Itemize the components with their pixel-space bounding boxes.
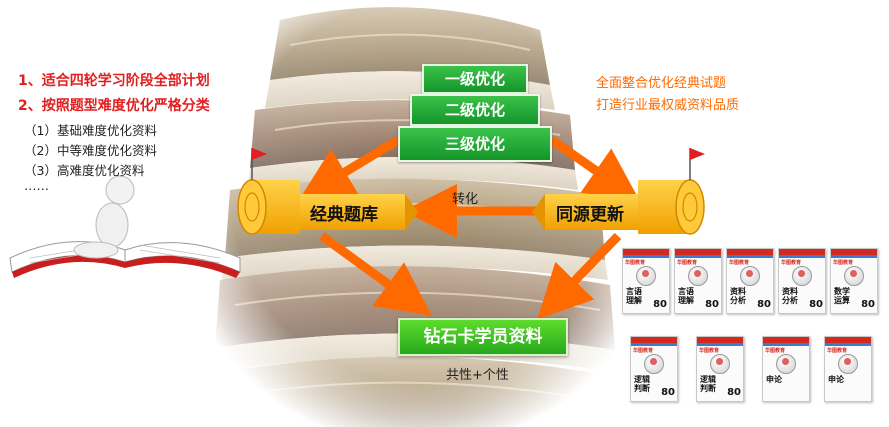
- book-cover: 华图教育逻辑 判断 80: [630, 336, 678, 402]
- left-item-2: （2）中等难度优化资料: [24, 143, 157, 158]
- right-text-line-1: 全面整合优化经典试题: [596, 76, 727, 91]
- cover-accent-bar: [831, 255, 877, 258]
- cover-accent-bar: [825, 343, 871, 346]
- cover-title: 申论: [766, 375, 782, 384]
- book-cover: 华图教育资料 分析 80: [778, 248, 826, 314]
- cover-top-bar: [675, 249, 721, 255]
- arrow-pyramid-to-right: [549, 136, 641, 202]
- book-cover: 华图教育逻辑 判断 80: [696, 336, 744, 402]
- transform-label: 转化: [452, 192, 479, 207]
- mascot-icon: [844, 266, 864, 286]
- book-cover: 华图教育数学 运算 80: [830, 248, 878, 314]
- cover-title: 数学 运算: [834, 287, 850, 305]
- left-item-3: （3）高难度优化资料: [24, 163, 145, 178]
- cover-top-bar: [779, 249, 825, 255]
- cover-logo: 华图教育: [625, 260, 646, 266]
- mascot-icon: [792, 266, 812, 286]
- cover-top-bar: [631, 337, 677, 343]
- left-heading-2: 2、按照题型难度优化严格分类: [18, 98, 210, 114]
- left-item-1: （1）基础难度优化资料: [24, 123, 157, 138]
- cover-title: 逻辑 判断: [634, 375, 650, 393]
- cover-logo: 华图教育: [677, 260, 698, 266]
- cover-top-bar: [697, 337, 743, 343]
- cover-logo: 华图教育: [699, 348, 720, 354]
- cover-accent-bar: [623, 255, 669, 258]
- book-cover: 华图教育言语 理解 80: [622, 248, 670, 314]
- diamond-card-materials-box: 钻石卡学员资料: [398, 318, 568, 356]
- arrow-pyramid-to-left: [298, 136, 401, 200]
- mascot-icon: [688, 266, 708, 286]
- mascot-icon: [710, 354, 730, 374]
- mascot-icon: [740, 266, 760, 286]
- cover-accent-bar: [697, 343, 743, 346]
- scroll-banner-right: [532, 148, 705, 235]
- cover-logo: 华图教育: [729, 260, 750, 266]
- cover-logo: 华图教育: [833, 260, 854, 266]
- cover-logo: 华图教育: [827, 348, 848, 354]
- cover-number: 80: [653, 299, 667, 310]
- classic-question-bank-label: 经典题库: [310, 205, 378, 225]
- cover-logo: 华图教育: [633, 348, 654, 354]
- pyramid-level-3: 三级优化: [398, 126, 552, 162]
- cover-accent-bar: [675, 255, 721, 258]
- cover-top-bar: [831, 249, 877, 255]
- cover-accent-bar: [763, 343, 809, 346]
- mascot-icon: [838, 354, 858, 374]
- arrow-right-to-bottom: [537, 232, 622, 320]
- left-item-ellipsis: ……: [24, 178, 49, 193]
- cover-title: 资料 分析: [730, 287, 746, 305]
- cover-accent-bar: [631, 343, 677, 346]
- mascot-icon: [636, 266, 656, 286]
- cover-number: 80: [705, 299, 719, 310]
- cover-top-bar: [763, 337, 809, 343]
- cover-title: 申论: [828, 375, 844, 384]
- book-cover: 华图教育言语 理解 80: [674, 248, 722, 314]
- book-cover: 华图教育资料 分析 80: [726, 248, 774, 314]
- same-source-update-label: 同源更新: [556, 205, 624, 225]
- cover-accent-bar: [727, 255, 773, 258]
- cover-number: 80: [809, 299, 823, 310]
- book-cover: 华图教育申论: [762, 336, 810, 402]
- cover-title: 言语 理解: [626, 287, 642, 305]
- cover-number: 80: [757, 299, 771, 310]
- cover-accent-bar: [779, 255, 825, 258]
- mascot-icon: [776, 354, 796, 374]
- cover-logo: 华图教育: [781, 260, 802, 266]
- cover-logo: 华图教育: [765, 348, 786, 354]
- right-text-line-2: 打造行业最权威资料品质: [596, 98, 740, 113]
- arrow-left-to-bottom: [319, 232, 432, 316]
- pyramid-level-1: 一级优化: [422, 64, 528, 94]
- cover-title: 言语 理解: [678, 287, 694, 305]
- cover-top-bar: [727, 249, 773, 255]
- cover-title: 逻辑 判断: [700, 375, 716, 393]
- reader-figure-icon: [9, 175, 241, 278]
- cover-top-bar: [825, 337, 871, 343]
- pyramid-level-2: 二级优化: [410, 94, 540, 126]
- common-plus-individual-label: 共性+个性: [446, 368, 509, 383]
- left-heading-1: 1、适合四轮学习阶段全部计划: [18, 73, 210, 89]
- cover-number: 80: [727, 387, 741, 398]
- mascot-icon: [644, 354, 664, 374]
- scroll-banner-left: [237, 148, 418, 235]
- cover-top-bar: [623, 249, 669, 255]
- cover-number: 80: [661, 387, 675, 398]
- cover-title: 资料 分析: [782, 287, 798, 305]
- book-cover: 华图教育申论: [824, 336, 872, 402]
- cover-number: 80: [861, 299, 875, 310]
